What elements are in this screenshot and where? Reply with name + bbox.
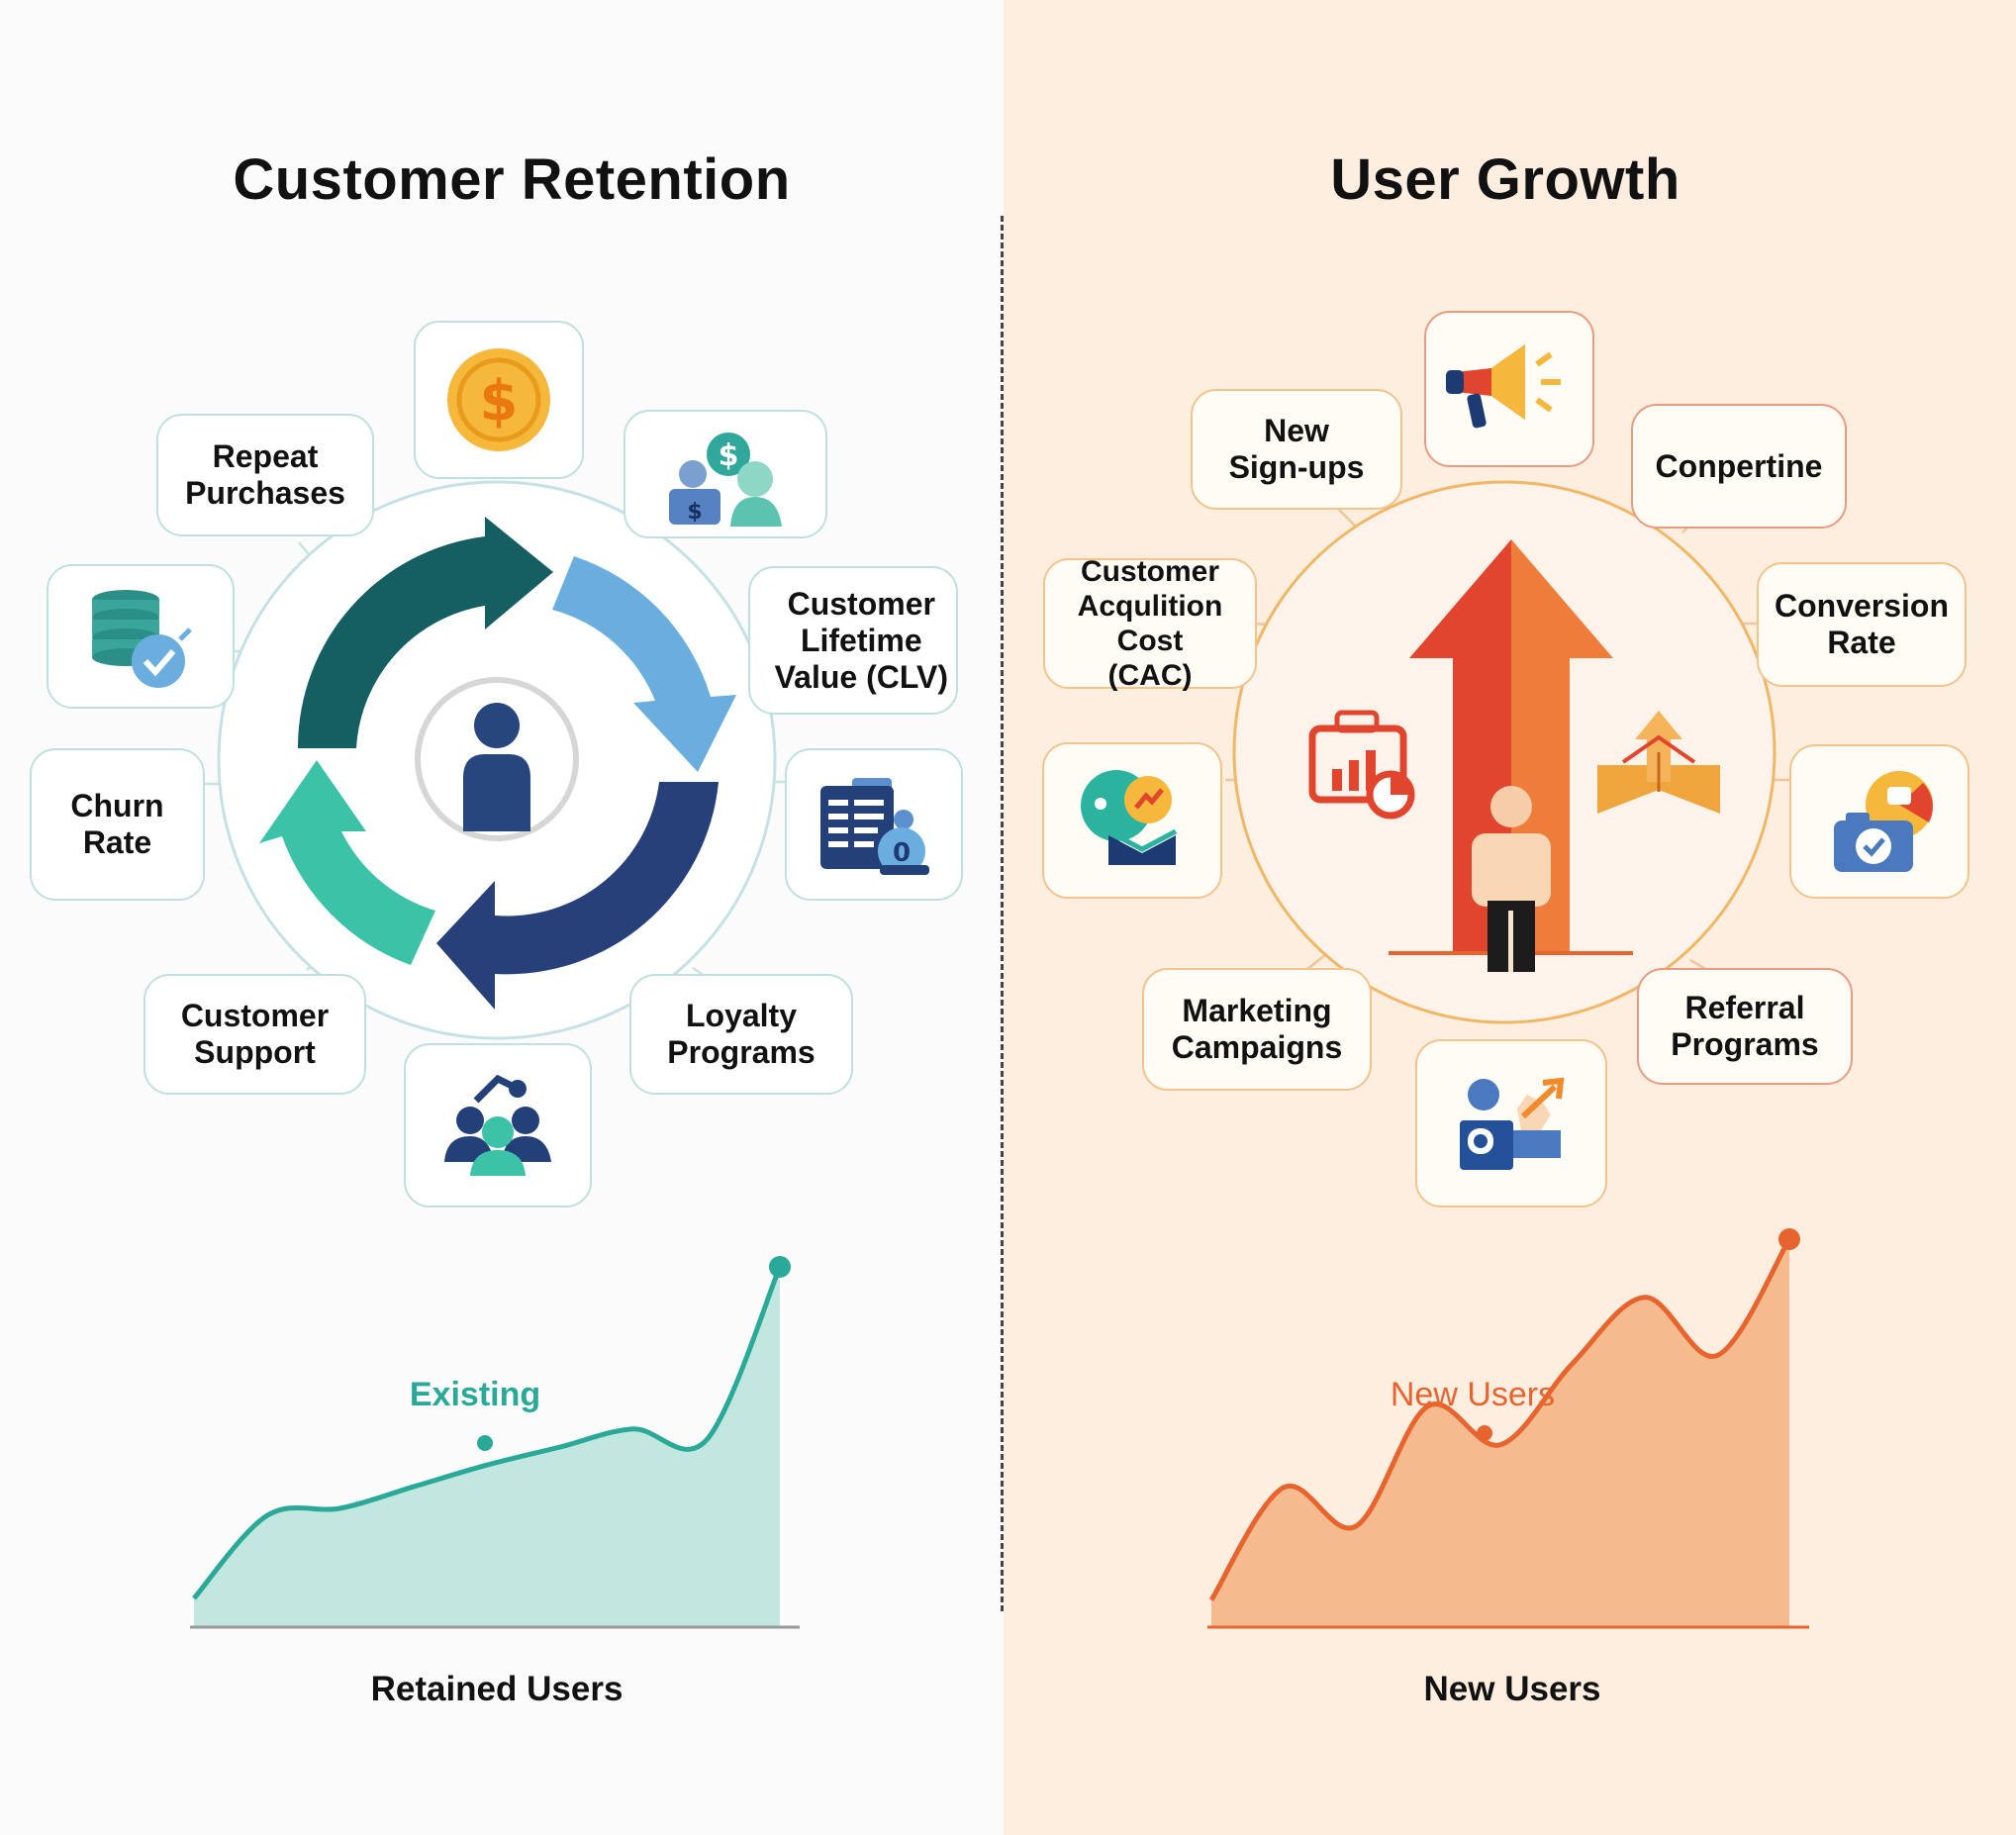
loyalty-programs-label: Loyalty Programs [667, 998, 816, 1070]
referral-programs-card: Referral Programs [1637, 968, 1853, 1085]
invoice-payment-card: 0 [785, 748, 963, 901]
new-users-chart [1207, 1228, 1809, 1629]
label-marker [1477, 1425, 1492, 1441]
area-fill [194, 1267, 780, 1627]
customer-lifetime-value-label: Customer Lifetime Value (CLV) [774, 585, 948, 695]
chat-growth-icon [1081, 770, 1178, 865]
user-referral-card [1415, 1039, 1607, 1207]
new-users-caption: New Users [1423, 1670, 1601, 1708]
retention-cycle-arrows [259, 517, 736, 1010]
existing-series-label: Existing [409, 1376, 541, 1413]
invoice-payment-icon: 0 [820, 778, 929, 875]
user-icon [463, 703, 530, 831]
customer-support-label: Customer Support [180, 998, 330, 1070]
coin-card: $ [414, 321, 584, 479]
cycle-arrow-mint [259, 760, 435, 965]
customer-retention-title: Customer Retention [233, 147, 791, 212]
series-line [1208, 1237, 1792, 1601]
loyalty-programs-card: Loyalty Programs [629, 974, 853, 1095]
team-support-icon [444, 1074, 551, 1176]
repeat-purchases-label: Repeat Purchases [185, 438, 345, 511]
conversion-rate-card: Conversion Rate [1757, 562, 1967, 687]
database-check-icon [92, 590, 192, 688]
customer-acquisition-cost-label: Customer Acqulition Cost (CAC) [1077, 555, 1223, 692]
new-users-series-label: New Users [1390, 1376, 1556, 1413]
retained-users-chart [190, 1256, 800, 1629]
repeat-purchases-card: Repeat Purchases [156, 414, 374, 536]
referral-programs-label: Referral Programs [1671, 990, 1819, 1062]
cycle-arrow-light-blue [552, 556, 736, 772]
customer-support-card: Customer Support [144, 974, 366, 1095]
chat-growth-card [1042, 742, 1222, 899]
series-line [192, 1266, 783, 1600]
megaphone-card [1424, 311, 1594, 467]
user-referral-icon [1460, 1077, 1565, 1170]
svg-text:0: 0 [893, 838, 911, 868]
customer-money-card: $ $ [624, 410, 827, 538]
marketing-campaigns-label: Marketing Campaigns [1171, 993, 1343, 1065]
area-fill [1211, 1239, 1789, 1627]
launch-icon [1597, 711, 1720, 814]
churn-rate-label: Churn Rate [70, 788, 164, 860]
user-growth-title: User Growth [1330, 147, 1680, 212]
cycle-arrow-navy [436, 782, 719, 1010]
churn-rate-card: Churn Rate [30, 748, 205, 901]
new-signups-label: New Sign-ups [1228, 413, 1365, 485]
marketing-campaigns-card: Marketing Campaigns [1142, 968, 1372, 1091]
dollar-coin-icon: $ [447, 348, 550, 451]
panel-divider [1001, 216, 1004, 1611]
bar-chart-icon [1308, 710, 1415, 820]
svg-text:$: $ [719, 438, 739, 473]
end-point [1778, 1228, 1800, 1250]
photo-check-icon [1834, 771, 1933, 872]
cycle-arrow-dark-teal [297, 517, 553, 748]
label-marker [477, 1435, 493, 1451]
retained-users-caption: Retained Users [370, 1670, 624, 1708]
svg-text:$: $ [480, 369, 519, 434]
team-support-card [404, 1043, 592, 1207]
end-point [769, 1256, 791, 1278]
photo-check-card [1789, 744, 1969, 899]
megaphone-icon [1446, 344, 1561, 429]
conversion-rate-label: Conversion Rate [1774, 588, 1950, 660]
customer-acquisition-cost-card: Customer Acqulition Cost (CAC) [1043, 555, 1257, 692]
new-signups-card: New Sign-ups [1191, 389, 1402, 510]
conpertine-label: Conpertine [1655, 447, 1823, 484]
person-icon [1472, 786, 1551, 972]
svg-text:$: $ [687, 500, 702, 525]
customer-money-icon: $ $ [669, 433, 782, 527]
conpertine-card: Conpertine [1631, 404, 1847, 529]
customer-lifetime-value-card: Customer Lifetime Value (CLV) [748, 566, 958, 715]
database-check-card [47, 564, 235, 709]
